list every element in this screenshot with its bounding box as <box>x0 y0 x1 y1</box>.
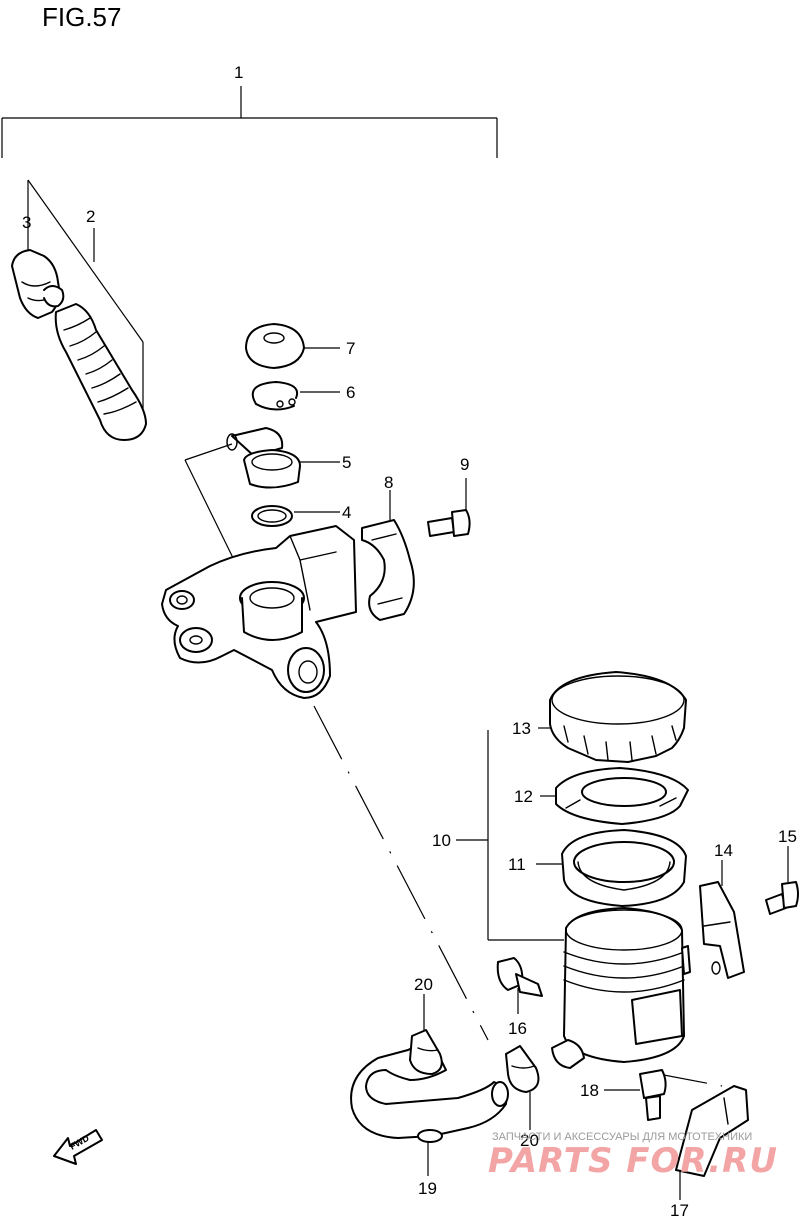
callout-14: 14 <box>714 841 733 860</box>
callout-17: 17 <box>670 1201 689 1220</box>
part-8-clamp <box>361 490 415 621</box>
part-7-cap <box>245 323 340 369</box>
callout-3: 3 <box>22 213 31 232</box>
part-14-bracket <box>699 860 745 979</box>
part-19-hose <box>350 1043 509 1176</box>
callout-20-right: 20 <box>520 1131 539 1150</box>
callout-13: 13 <box>512 719 531 738</box>
callout-20-left: 20 <box>414 975 433 994</box>
piston-kit <box>11 179 147 441</box>
watermark: ЗАПЧАСТИ И АКСЕССУАРЫ ДЛЯ МОТОТЕХНИКИ PA… <box>488 1131 778 1181</box>
part-11-diaphragm <box>536 829 687 907</box>
callout-1: 1 <box>234 63 243 82</box>
master-cylinder-body <box>161 525 357 699</box>
part-12-diaphragm-plate <box>540 767 689 825</box>
callout-10: 10 <box>432 831 451 850</box>
part-13-reservoir-cap <box>538 671 687 763</box>
part-18-bolt <box>604 1069 667 1121</box>
part-15-screw <box>765 846 799 915</box>
callout-4: 4 <box>342 503 351 522</box>
callout-18: 18 <box>580 1081 599 1100</box>
callout-7: 7 <box>346 339 355 358</box>
part-6-circlip <box>251 381 340 411</box>
callout-12: 12 <box>514 787 533 806</box>
part-4-o-ring <box>251 505 340 527</box>
figure-title: FIG.57 <box>42 2 121 32</box>
watermark-brand: PARTS FOR.RU <box>488 1141 778 1181</box>
callout-6: 6 <box>346 383 355 402</box>
callout-19: 19 <box>418 1179 437 1198</box>
assembly-bracket <box>1 86 498 158</box>
callout-15: 15 <box>778 827 797 846</box>
callout-8: 8 <box>384 473 393 492</box>
part-20-hose-clip-right <box>505 1045 540 1130</box>
part-9-bolt <box>427 478 471 537</box>
part-20-hose-clip-left <box>409 994 443 1075</box>
callout-11: 11 <box>508 855 526 874</box>
callout-16: 16 <box>508 1019 527 1038</box>
fwd-arrow-icon: FWD <box>53 1129 103 1165</box>
part-16-bolt <box>496 957 543 1014</box>
part-10-reservoir-tank <box>456 730 691 1069</box>
callout-9: 9 <box>460 455 469 474</box>
watermark-caption: ЗАПЧАСТИ И АКСЕССУАРЫ ДЛЯ МОТОТЕХНИКИ <box>492 1131 752 1143</box>
callout-2: 2 <box>86 207 95 226</box>
callout-5: 5 <box>342 453 351 472</box>
part-5-connector <box>184 427 340 565</box>
